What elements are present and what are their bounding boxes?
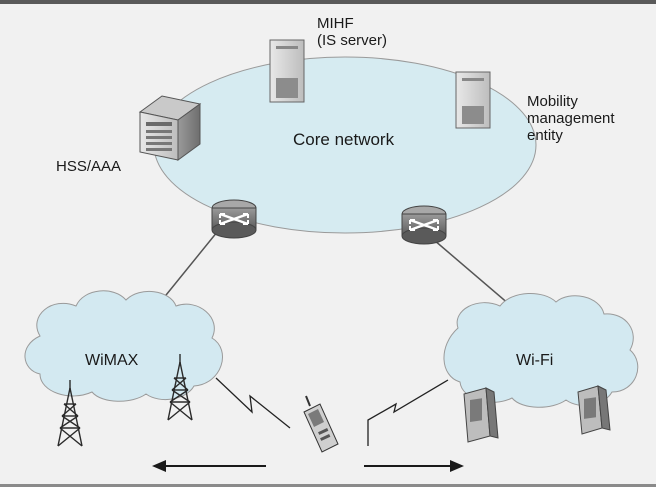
mihf-label: MIHF (IS server) bbox=[317, 15, 387, 49]
mme-server-icon bbox=[455, 71, 491, 129]
bottom-rule bbox=[0, 484, 656, 487]
link-router-wifi bbox=[433, 239, 511, 306]
move-right-arrow bbox=[364, 460, 464, 472]
wifi-label: Wi-Fi bbox=[516, 352, 554, 369]
router-icon bbox=[211, 199, 257, 239]
mihf-server-icon bbox=[269, 39, 305, 103]
mme-label-line: management bbox=[527, 110, 615, 127]
wifi-cloud bbox=[443, 292, 639, 408]
top-rule bbox=[0, 0, 656, 4]
antenna-tower-icon bbox=[57, 380, 83, 447]
mme-label-line: entity bbox=[527, 127, 563, 144]
access-point-icon bbox=[463, 387, 499, 443]
wireless-link-icon bbox=[367, 379, 449, 446]
router-icon bbox=[401, 205, 447, 245]
hss-aaa-server-icon bbox=[138, 95, 202, 161]
mihf-label-line: MIHF bbox=[317, 15, 354, 32]
wimax-label: WiMAX bbox=[85, 352, 139, 369]
link-router-wimax bbox=[161, 225, 223, 301]
hss-aaa-label: HSS/AAA bbox=[56, 158, 122, 175]
core-network-label: Core network bbox=[293, 130, 395, 149]
access-point-icon bbox=[577, 385, 611, 435]
mme-label: Mobility management entity bbox=[527, 93, 615, 144]
wireless-link-icon bbox=[215, 377, 291, 429]
move-left-arrow bbox=[152, 460, 266, 472]
mobile-phone-icon bbox=[303, 395, 339, 453]
mme-label-line: Mobility bbox=[527, 93, 578, 110]
mihf-label-line: (IS server) bbox=[317, 32, 388, 49]
wimax-cloud bbox=[24, 290, 223, 402]
antenna-tower-icon bbox=[167, 354, 193, 421]
